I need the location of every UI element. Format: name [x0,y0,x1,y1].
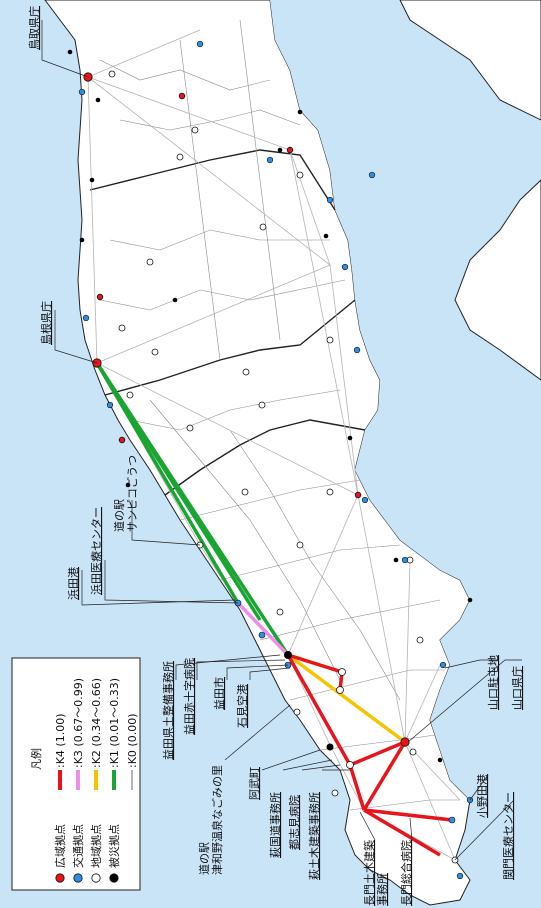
legend-wide-area-symbol [55,873,65,883]
label-abu-town: 阿武町 [248,767,261,800]
label-masuda-city: 益田市 [212,677,226,710]
label-yamaguchi-pref: 山口県庁 [510,666,524,710]
label-nagato-civil-office: 長門土木建築事務所 [362,840,389,906]
label-toshimi-hospital: 都志見病院 [287,795,301,850]
link-k3 [236,601,290,657]
legend-transport-label: 交通拠点 [71,824,85,868]
legend-k4-label: :K4 (1.00) [54,714,67,769]
legend: 凡例 広域拠点 交通拠点 地域拠点 被災拠点 :K4 (1.00) :K3 (0… [11,657,141,891]
legend-regional-label: 地域拠点 [90,824,103,868]
label-michinoeki-tsuwano: 道の駅津和野温泉なごみの里 [197,765,224,875]
label-onoda-port: 小野田港 [476,774,489,818]
legend-k3-label: :K3 (0.67～0.99) [72,678,85,768]
label-iwami-airport: 石見空港 [235,684,249,728]
label-nagato-hospital: 長門総合病院 [399,840,413,906]
label-masuda-redcross: 益田赤十字病院 [182,658,196,735]
legend-title: 凡例 [29,748,43,770]
label-kanmon-medical: 関門医療センター [501,792,515,880]
label-michinoeki-sanpiko: 道の駅サンピコごうつ [112,455,139,532]
label-hamada-medical: 浜田医療センター [89,507,103,595]
label-hagi-national-office: 萩国道事務所 [268,792,282,858]
legend-k1-label: :K1 (0.01～0.33) [108,678,121,768]
legend-wide-area-label: 広域拠点 [54,824,67,868]
legend-k2-label: :K2 (0.34～0.66) [90,678,103,768]
place-labels: 鳥取県庁 島根県庁 道の駅サンピコごうつ 浜田医療センター 浜田港 益田県土整備… [27,6,524,906]
label-masuda-office: 益田県土整備事務所 [161,661,175,760]
regional-nodes [108,70,459,864]
disaster-nodes [67,49,473,763]
links-k1 [95,362,290,656]
legend-regional-symbol [91,873,101,883]
transport-nodes [78,40,474,880]
wide-area-nodes [83,72,410,747]
legend-disaster-symbol [109,873,119,883]
label-hagi-civil-office: 萩土木建築事務所 [307,792,321,880]
label-yamaguchi-garrison: 山口駐屯地 [486,655,500,710]
legend-disaster-label: 被災拠点 [108,824,121,868]
legend-k0-label: :K0 (0.00) [126,714,139,769]
label-tottori-pref: 鳥取県庁 [27,6,41,50]
legend-transport-symbol [73,873,83,883]
label-hamada-port: 浜田港 [67,567,80,600]
label-shimane-pref: 島根県庁 [39,301,53,345]
